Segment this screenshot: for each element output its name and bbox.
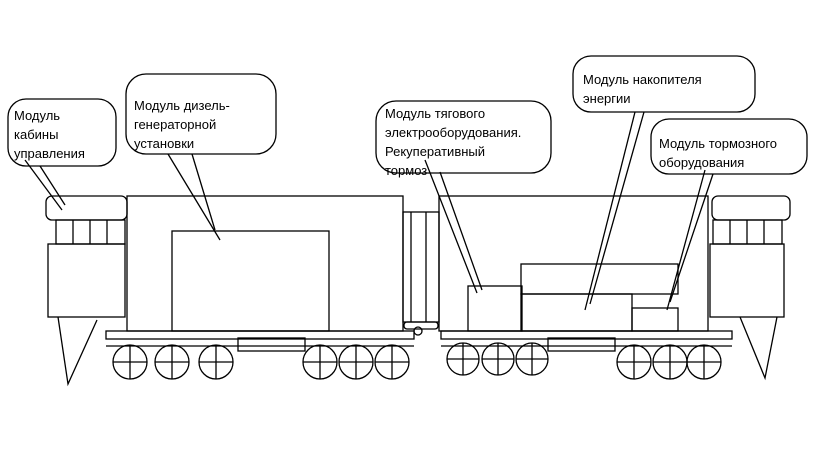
cab-snowplow bbox=[57, 316, 98, 387]
pointer-traction bbox=[424, 159, 478, 294]
pointer-cab-2 bbox=[39, 165, 66, 206]
pointer-cab bbox=[24, 159, 63, 211]
brake-equipment-module bbox=[631, 307, 679, 332]
pointer-traction-2 bbox=[439, 171, 483, 291]
pointer-storage bbox=[584, 111, 636, 311]
rear-cab-snowplow bbox=[739, 316, 778, 381]
bogie-3 bbox=[446, 342, 549, 376]
callout-bubble-diesel bbox=[125, 73, 277, 155]
left-underframe bbox=[105, 330, 415, 340]
rear-cab-front bbox=[709, 243, 785, 318]
wheelsets bbox=[112, 342, 722, 380]
rear-cab-roof bbox=[711, 195, 791, 221]
bogie-2 bbox=[302, 344, 410, 380]
cab-front bbox=[47, 243, 126, 318]
energy-storage-upper bbox=[520, 263, 679, 295]
callout-brake-label: Модуль тормозного оборудования bbox=[659, 136, 778, 170]
left-fuel-tank bbox=[237, 337, 306, 352]
callout-bubble-cab bbox=[7, 98, 117, 167]
right-underframe bbox=[440, 330, 733, 340]
callout-pointers bbox=[24, 111, 714, 311]
callout-cab-label: Модуль кабины управления bbox=[14, 108, 85, 161]
energy-storage-module bbox=[520, 293, 633, 332]
callout-bubble-brake bbox=[650, 118, 808, 175]
pointer-storage-2 bbox=[589, 111, 645, 305]
coupler bbox=[402, 211, 440, 336]
traction-equipment-module bbox=[467, 285, 523, 332]
callout-diesel-label: Модуль дизель- генераторной установки bbox=[134, 98, 230, 151]
callout-bubble-storage bbox=[572, 55, 756, 113]
diesel-car-body bbox=[126, 195, 404, 332]
pointer-diesel bbox=[167, 153, 221, 241]
bogie-1 bbox=[112, 344, 234, 380]
callout-bubble-traction bbox=[375, 100, 552, 174]
left-section bbox=[45, 195, 415, 387]
pointer-brake-2 bbox=[669, 173, 714, 303]
cab-roof bbox=[45, 195, 128, 221]
right-section bbox=[438, 195, 791, 381]
diesel-generator-module bbox=[171, 230, 330, 332]
right-fuel-tank bbox=[547, 337, 616, 352]
bogie-4 bbox=[616, 344, 722, 380]
pointer-diesel-2 bbox=[191, 153, 216, 231]
callout-traction-label: Модуль тягового электрооборудования. Рек… bbox=[385, 106, 522, 178]
pointer-brake bbox=[666, 169, 706, 311]
callout-storage-label: Модуль накопителя энергии bbox=[583, 72, 702, 106]
